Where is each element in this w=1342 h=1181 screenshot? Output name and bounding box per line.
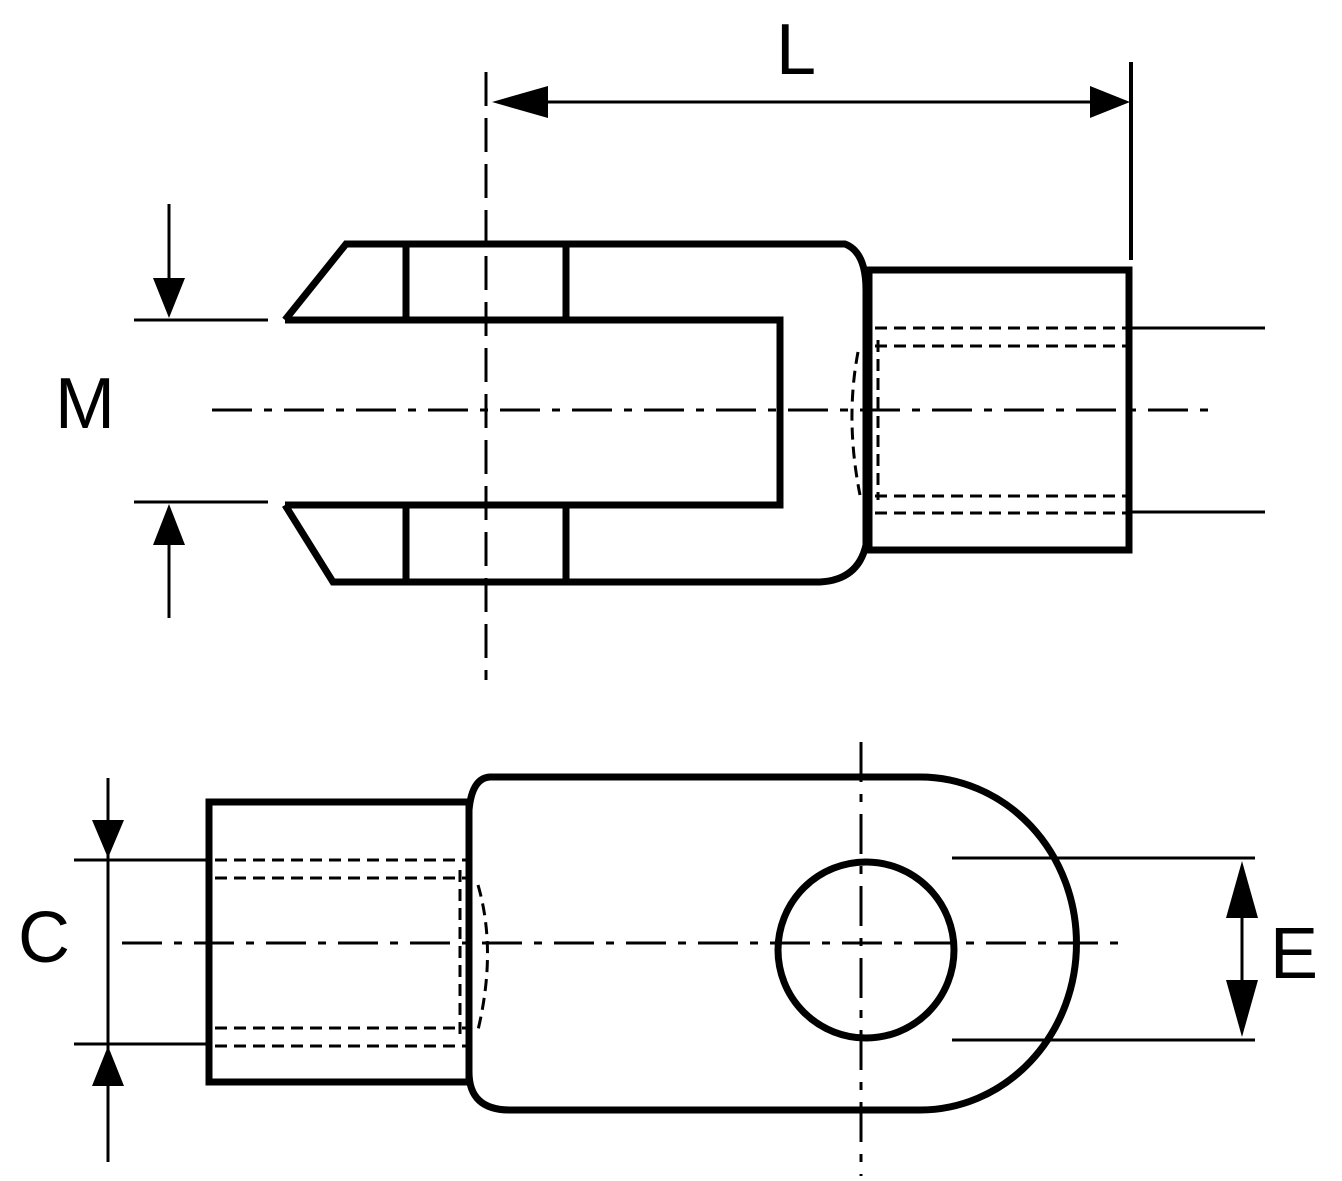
thread-arrow-down xyxy=(153,278,185,318)
thread-hidden-curve xyxy=(850,351,862,496)
width-label: C xyxy=(18,898,70,978)
hole-label: E xyxy=(1270,914,1318,994)
top-view: L M xyxy=(55,10,1265,680)
width-arrow-down xyxy=(92,820,124,858)
fork-slot xyxy=(285,316,784,509)
width-arrow-up xyxy=(92,1046,124,1086)
thread-arrow-up xyxy=(153,504,185,545)
length-arrow-right xyxy=(1090,86,1130,118)
plan-pin-hole xyxy=(774,858,958,1042)
plan-fork-body xyxy=(465,773,1080,1114)
hole-arrow-up xyxy=(1226,861,1258,918)
thread-label: M xyxy=(55,364,115,444)
hole-arrow-down xyxy=(1226,980,1258,1037)
length-label: L xyxy=(776,10,816,90)
bottom-view: C E xyxy=(18,742,1318,1176)
plan-thread-hidden-curve xyxy=(476,884,489,1031)
length-arrow-left xyxy=(492,86,548,118)
